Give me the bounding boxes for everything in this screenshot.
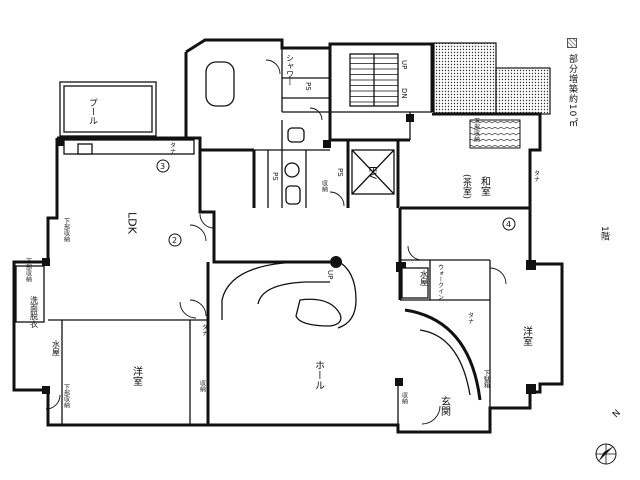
hatch-swatch-icon [567, 38, 577, 48]
top-stairs [349, 53, 399, 107]
genkan-label: 玄関 [439, 395, 451, 417]
kanagu-label-4: 下部収納 [473, 118, 480, 143]
spiral-staircase [221, 256, 357, 329]
door-swings [45, 59, 507, 425]
floor-label: 1階 [599, 226, 609, 241]
interior-walls [48, 48, 530, 425]
exterior-walls [12, 38, 564, 434]
walkin-label: ウォークイン [437, 264, 444, 300]
legend-label: 部分増築約10㎡ [567, 53, 577, 128]
senmen-label: 洗面脱衣 [30, 295, 39, 329]
washitsu-sub-label: (茶室) [461, 174, 472, 199]
marker-3: 3 [160, 162, 165, 171]
structural-columns [42, 114, 536, 394]
ps-label-3: PS [336, 168, 344, 177]
kanagu-label-1: 下部収納 [63, 218, 70, 243]
ps-label-1: PS [304, 82, 312, 91]
mizuya-label-1: 水屋 [52, 339, 61, 357]
stairs-up-label: UP [400, 60, 408, 69]
mizuya-label-2: 水屋 [420, 269, 429, 287]
tana-label-4: タナ [467, 312, 474, 324]
marker-4: 4 [506, 220, 511, 229]
shuno-label-3: 収納 [401, 392, 408, 405]
hall-label: ホール [313, 360, 325, 390]
ev-label: EV [367, 166, 378, 179]
kanagu-label-3: 下部収納 [63, 384, 70, 409]
shower-label: シャワー [286, 54, 295, 86]
ps-label-2: PS [271, 172, 279, 181]
yoshitsu-left-label: 洋室 [131, 365, 143, 386]
legend-note: 部分増築約10㎡ [566, 38, 579, 127]
compass-north-label: N [611, 408, 623, 420]
spiral-up-label: UP [326, 270, 334, 279]
washitsu-label: 和室 [479, 176, 491, 196]
elevator [351, 149, 395, 195]
pool-label: プール [87, 98, 98, 125]
shuno-label-1: 収納 [199, 380, 206, 393]
stairs-dn-label: DN [400, 88, 408, 99]
pool-terrace [59, 81, 157, 137]
kanagu-label-2: 下部収納 [25, 258, 32, 283]
view-markers: 3 2 4 [156, 159, 516, 247]
fixtures [15, 61, 429, 323]
marker-2: 2 [172, 236, 177, 245]
tana-label-1: タナ [201, 324, 208, 336]
ldk-label: LDK [126, 212, 139, 235]
shuno-label-2: 収納 [321, 180, 328, 193]
extension-area [433, 42, 551, 149]
yoshitsu-right-label: 洋室 [521, 325, 533, 346]
gebako-label: 下駄箱 [483, 370, 490, 389]
tana-label-3: タナ [533, 170, 540, 182]
north-compass-icon: N [595, 408, 623, 465]
tana-label-2: タナ [169, 142, 176, 154]
room-labels: プール シャワー PS PS PS EV UP DN 和室 (茶室) LDK 洗… [25, 54, 540, 417]
